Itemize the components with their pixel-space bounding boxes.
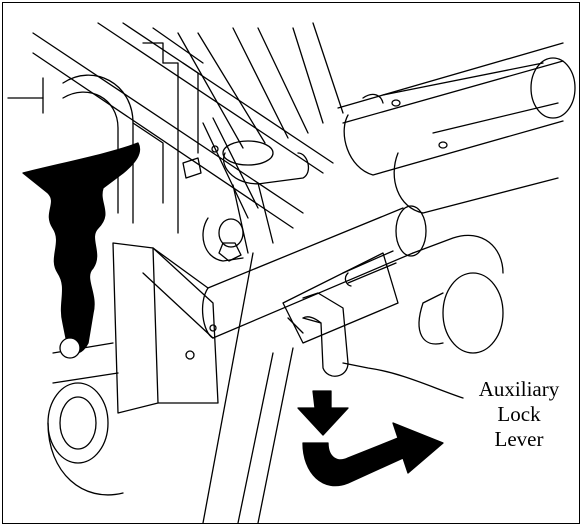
main-tube [142,205,427,339]
callout-label: Auxiliary Lock Lever [461,377,577,452]
auxiliary-lock-illustration [7,22,576,523]
callout-line-2: Lock [497,402,541,426]
lower-rods [202,252,294,523]
callout-line-3: Lever [494,427,544,451]
callout-line-1: Auxiliary [478,377,560,401]
left-handle-loop [62,74,164,224]
right-cylinder [343,57,576,214]
auxiliary-lock-lever [282,250,464,399]
release-lever [22,142,141,359]
diagonal-posts [177,22,344,219]
central-clamp [182,140,310,262]
lower-right-tube [412,234,504,354]
motion-arrows [297,390,444,487]
right-rods [337,42,564,124]
